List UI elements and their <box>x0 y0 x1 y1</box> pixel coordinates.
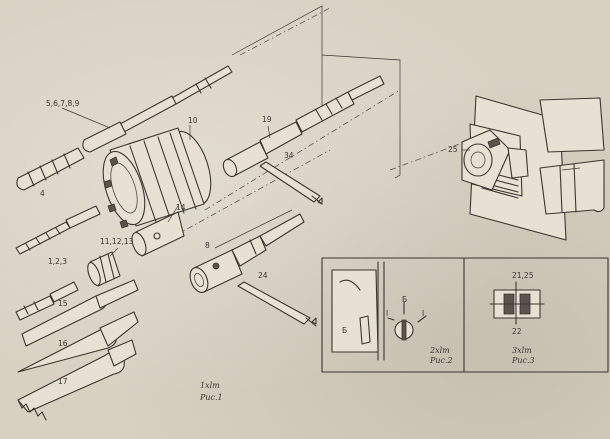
fig2-caption: Рис.2 <box>430 356 453 365</box>
fig3-detail <box>489 281 545 325</box>
label-4: 4 <box>40 189 45 198</box>
leader-14 <box>167 205 179 223</box>
fig3-scale: 3xlm <box>512 346 532 355</box>
fig2-scale: 2xlm <box>430 346 450 355</box>
label-2125: 21,25 <box>512 271 534 280</box>
label-34: 34 <box>284 151 294 160</box>
frame-line-lower <box>214 209 293 249</box>
leader-111213 <box>109 247 119 257</box>
frame-line-middle <box>321 54 401 179</box>
chuck-adapter <box>189 213 305 293</box>
fig2-letter-b1: Б <box>342 326 348 335</box>
leader-5678 <box>61 107 111 129</box>
flat-chisel <box>21 279 139 347</box>
label-22: 22 <box>512 327 522 336</box>
sleeve-adapter <box>131 211 185 257</box>
fig3-caption: Рис.3 <box>512 356 535 365</box>
fig2-slot-detail <box>331 261 427 361</box>
axis-line-4 <box>389 139 471 171</box>
frame-line-upper <box>231 5 323 118</box>
auger-drill-bit <box>16 147 85 191</box>
label-16: 16 <box>58 339 68 348</box>
sds-shank-adapter-mid <box>222 75 385 178</box>
label-111213: 11,12,13 <box>100 237 134 246</box>
fig2-letter-b2: Б <box>402 295 408 304</box>
core-bit-crown <box>102 127 212 229</box>
label-24: 24 <box>258 271 268 280</box>
drift-key <box>259 161 323 205</box>
label-19: 19 <box>262 115 272 124</box>
axis-line-2 <box>204 89 401 211</box>
twist-drill-bit <box>15 205 101 255</box>
label-8: 8 <box>205 241 210 250</box>
leader-tool <box>561 167 581 171</box>
sds-shank-adapter-top <box>82 65 233 153</box>
label-25: 25 <box>448 145 458 154</box>
label-17: 17 <box>58 377 68 386</box>
label-15: 15 <box>58 299 68 308</box>
axis-line-1 <box>239 7 331 56</box>
masonry-drill-small <box>15 281 79 321</box>
toothed-chisel <box>17 339 137 421</box>
fig1-scale: 1xlm <box>200 381 220 390</box>
fig2-roman-1: I <box>386 309 389 318</box>
rotary-hammer-tool <box>461 95 605 241</box>
label-123: 1,2,3 <box>48 257 68 266</box>
pointed-chisel <box>17 311 139 373</box>
label-5678: 5,6,7,8,9 <box>46 99 80 108</box>
inset-frame <box>321 257 609 373</box>
collet-chuck <box>87 251 121 287</box>
label-14: 14 <box>176 203 186 212</box>
leader-19 <box>267 125 271 139</box>
label-10: 10 <box>188 116 198 125</box>
ejector-drift <box>237 281 317 327</box>
fig2-roman-2: I <box>422 309 425 318</box>
fig1-caption: Рис.1 <box>200 393 223 402</box>
